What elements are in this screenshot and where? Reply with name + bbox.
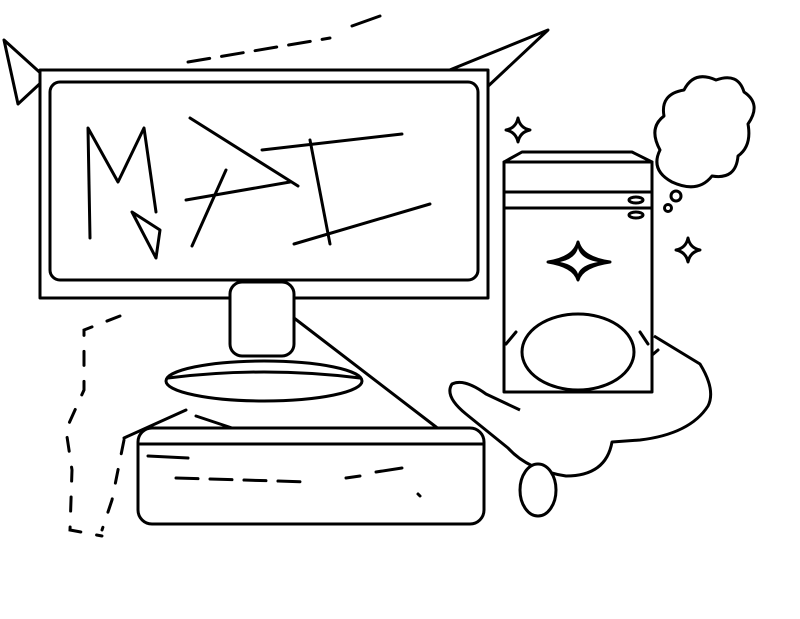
monitor-left-spike [2,38,48,106]
monitor-base [164,359,364,403]
sparkle-right [674,236,702,264]
tower-front-panel [520,312,636,392]
monitor-screen [48,80,480,282]
computer-tower-icon [502,150,654,394]
sparkle-left [504,116,532,144]
motion-lines-top [186,14,382,64]
thought-dot-2 [663,203,673,213]
monitor-icon [2,28,550,432]
monitor-neck [228,280,296,358]
keyboard-icon [122,408,486,526]
keyboard-body [136,426,486,526]
thought-bubble-icon [653,75,756,213]
thought-dot-1 [669,189,683,203]
mouse-icon [518,462,558,518]
sparkle-icon [504,116,702,264]
tower-drive-light-2 [627,210,645,220]
motion-lines-left [64,314,126,538]
tower-drive-light-1 [627,195,645,205]
monitor-cable [292,316,442,432]
screen-scribble-text [86,116,432,260]
